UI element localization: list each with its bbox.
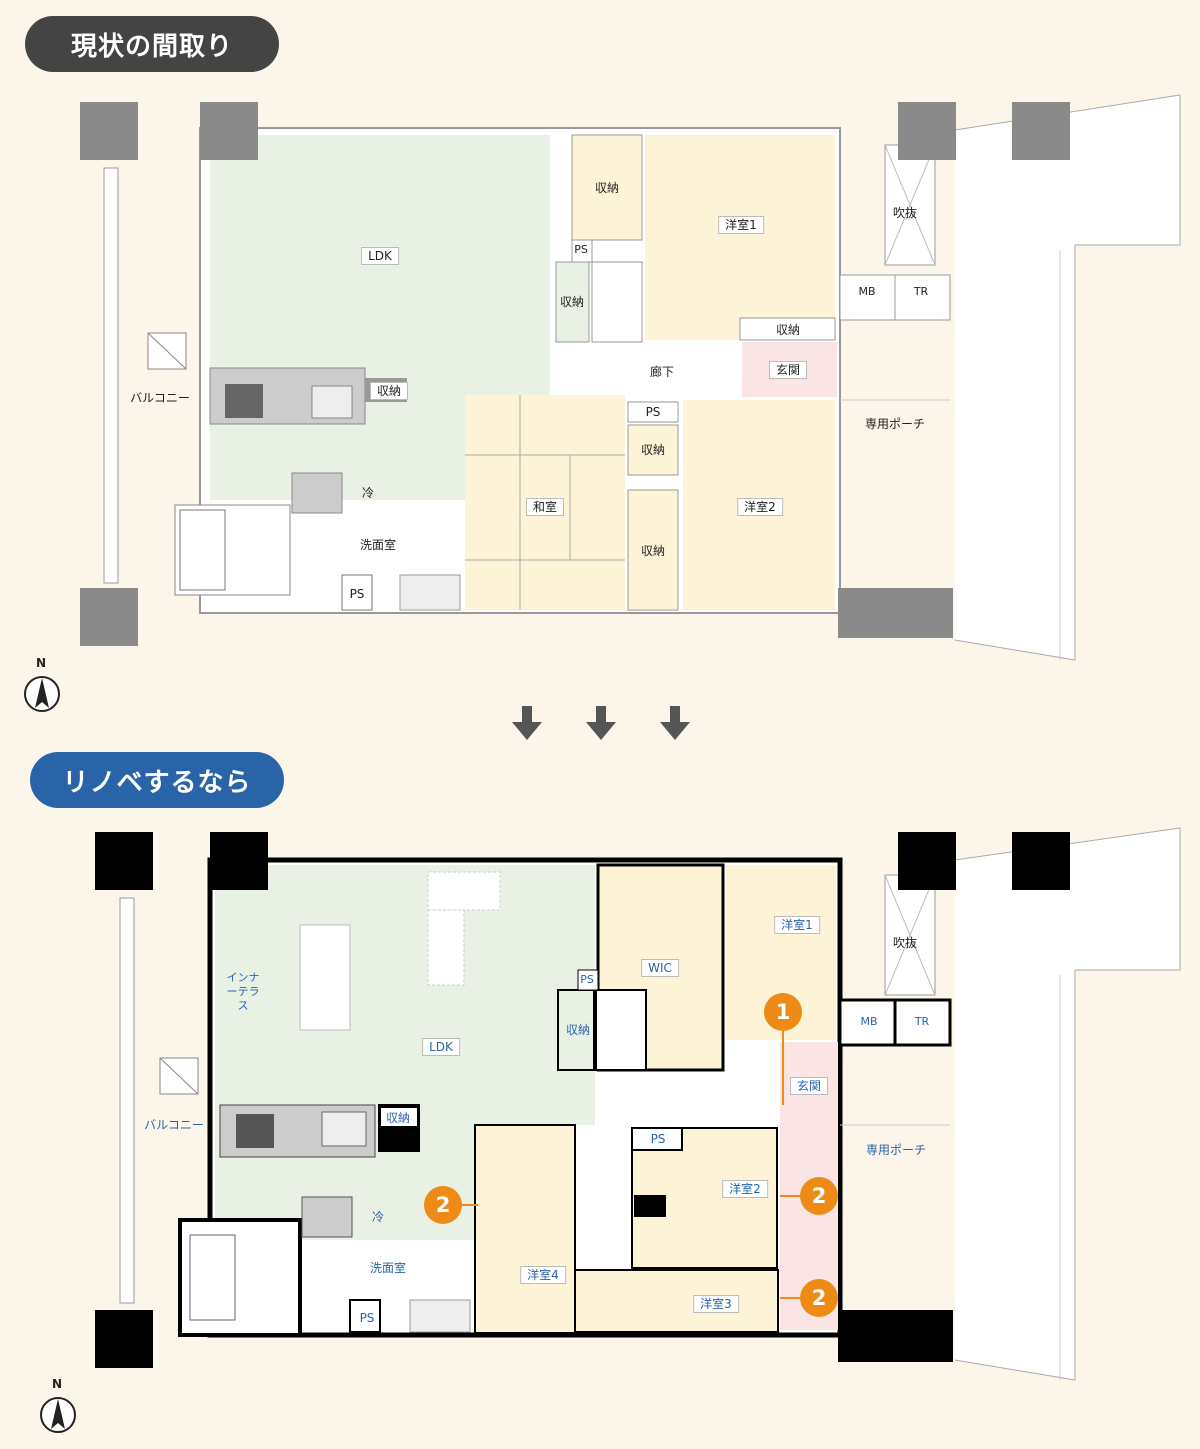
after-label-western1: 洋室1 — [774, 916, 820, 934]
before-pillar — [898, 102, 956, 160]
marker-badge: 2 — [424, 1186, 462, 1224]
transition-arrows — [512, 706, 690, 740]
after-label-fridge: 冷 — [371, 1210, 385, 1224]
before-label-balcony: バルコニー — [130, 391, 190, 405]
before-heading: 現状の間取り — [25, 16, 279, 72]
before-pillar — [80, 588, 138, 646]
after-exterior-outline — [954, 827, 1181, 1381]
after-label-tr: TR — [914, 1015, 930, 1028]
after-label-washroom: 洗面室 — [369, 1261, 407, 1275]
after-label-storage: 収納 — [565, 1023, 591, 1037]
after-pillar — [1012, 832, 1070, 890]
after-label-balcony: バルコニー — [144, 1118, 204, 1132]
before-label-fukinuke: 吹抜 — [892, 206, 918, 220]
before-pillar — [80, 102, 138, 160]
marker-badge: 1 — [764, 993, 802, 1031]
before-balcony-rail — [103, 167, 119, 584]
before-label-storage: 収納 — [640, 443, 666, 457]
before-western1-area — [645, 135, 835, 340]
after-label-ldk: LDK — [422, 1038, 460, 1056]
after-heading: リノベするなら — [30, 752, 284, 808]
before-label-mb: MB — [858, 285, 876, 298]
before-label-western2: 洋室2 — [737, 498, 783, 516]
after-western4-area — [474, 1124, 576, 1334]
after-label-ps: PS — [650, 1132, 666, 1146]
before-exterior-outline — [954, 94, 1181, 661]
before-label-storage: 収納 — [559, 295, 585, 309]
before-label-fridge: 冷 — [361, 486, 375, 500]
after-pillar — [95, 1310, 153, 1368]
after-label-wic: WIC — [641, 959, 679, 977]
after-label-western3: 洋室3 — [693, 1295, 739, 1313]
marker-badge: 2 — [800, 1279, 838, 1317]
north-label: N — [36, 656, 47, 670]
after-label-western4: 洋室4 — [520, 1266, 566, 1284]
after-label-mb: MB — [860, 1015, 878, 1028]
before-pillar — [200, 102, 258, 160]
down-arrow-icon — [660, 706, 690, 740]
after-label-entrance: 玄関 — [789, 1077, 829, 1095]
before-label-storage: 収納 — [640, 544, 666, 558]
north-label: N — [52, 1377, 63, 1391]
after-floor-plan — [95, 827, 1181, 1381]
before-label-porch: 専用ポーチ — [864, 417, 926, 431]
after-label-storage: 収納 — [385, 1111, 411, 1125]
north-compass-icon — [24, 676, 60, 712]
down-arrow-icon — [586, 706, 616, 740]
before-label-western1: 洋室1 — [718, 216, 764, 234]
after-label-ps: PS — [359, 1311, 375, 1325]
after-label-western2: 洋室2 — [722, 1180, 768, 1198]
down-arrow-icon — [512, 706, 542, 740]
after-label-porch: 専用ポーチ — [865, 1143, 927, 1157]
before-label-ps: PS — [574, 243, 588, 256]
after-balcony-rail — [119, 897, 135, 1304]
before-label-entrance: 玄関 — [768, 361, 808, 379]
before-pillar — [1012, 102, 1070, 160]
after-pillar — [210, 832, 268, 890]
before-pillar — [838, 588, 953, 638]
before-label-storage: 収納 — [775, 323, 801, 337]
after-label-ps: PS — [580, 973, 594, 986]
before-label-washroom: 洗面室 — [359, 538, 397, 552]
after-pillar — [898, 832, 956, 890]
before-label-ldk: LDK — [361, 247, 399, 265]
before-label-storage: 収納 — [369, 382, 409, 400]
before-floor-plan — [80, 94, 1181, 661]
before-label-corridor: 廊下 — [649, 365, 675, 379]
marker-badge: 2 — [800, 1177, 838, 1215]
after-pillar — [838, 1310, 953, 1362]
after-label-inner-terrace: インナーテラス — [226, 971, 260, 1012]
after-label-fukinuke: 吹抜 — [892, 936, 918, 950]
before-label-storage: 収納 — [594, 181, 620, 195]
after-western3-area — [574, 1269, 779, 1333]
north-compass-icon — [40, 1397, 76, 1433]
before-label-ps: PS — [349, 587, 365, 601]
after-pillar — [95, 832, 153, 890]
before-label-tr: TR — [913, 285, 929, 298]
before-label-ps: PS — [645, 405, 661, 419]
before-label-japanese: 和室 — [525, 498, 565, 516]
